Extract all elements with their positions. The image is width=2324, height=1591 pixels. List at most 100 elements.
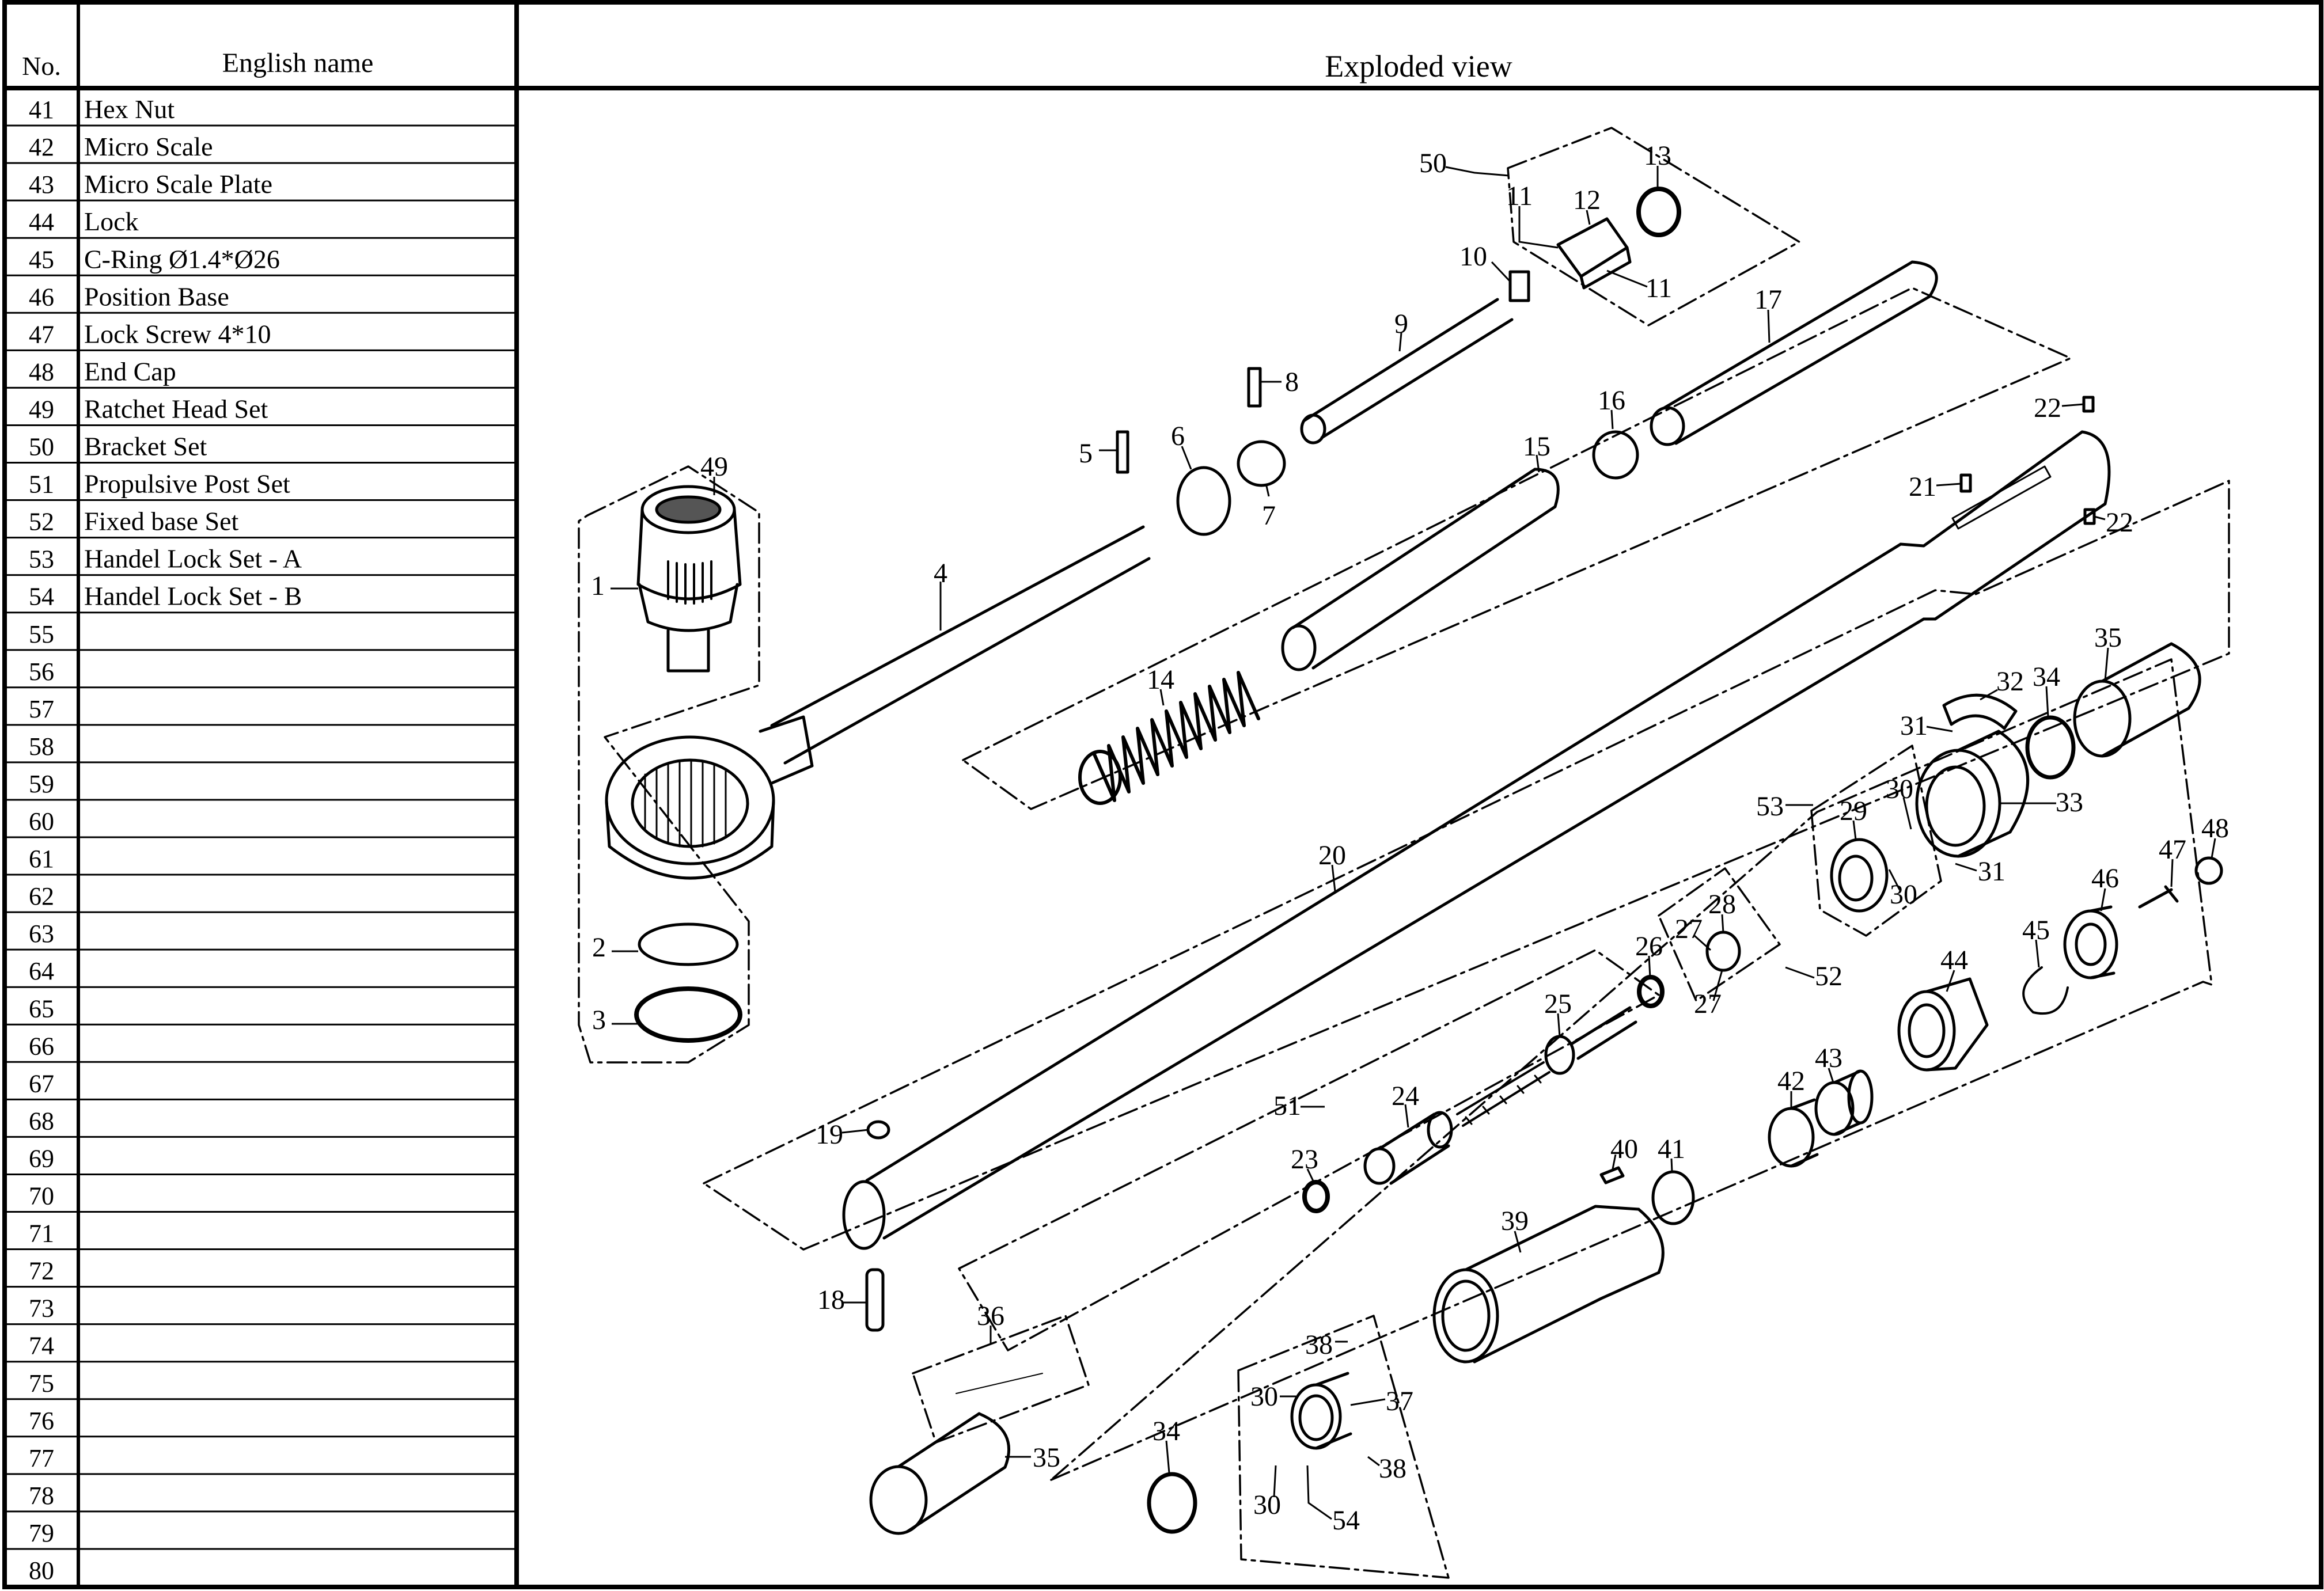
- callout-label: 36: [977, 1301, 1004, 1331]
- callout-leader: [2094, 515, 2106, 521]
- callout-label: 28: [1708, 889, 1736, 920]
- part-ring-16: [1592, 430, 1639, 480]
- part-name: Lock Screw 4*10: [84, 319, 271, 348]
- callout-label: 30: [1250, 1381, 1278, 1412]
- part-number: 67: [29, 1069, 54, 1098]
- callout-label: 13: [1644, 141, 1671, 171]
- part-name: Fixed base Set: [84, 507, 239, 536]
- callout-label: 22: [2034, 393, 2061, 423]
- callout-label: 40: [1610, 1134, 1638, 1164]
- callout-label: 7: [1262, 500, 1276, 531]
- part-ratchet-head: [636, 485, 742, 673]
- part-number: 74: [29, 1332, 54, 1360]
- callout-leader: [2211, 838, 2216, 859]
- callout-leader: [1165, 1440, 1170, 1474]
- part-number: 64: [29, 957, 54, 985]
- part-number: 61: [29, 845, 54, 873]
- callout-label: 11: [1506, 181, 1533, 211]
- part-grip-35a: [2073, 642, 2201, 758]
- callout-label: 11: [1646, 273, 1672, 303]
- callout-leader: [1828, 1068, 1834, 1083]
- part-ring-2: [638, 922, 739, 966]
- part-name: Propulsive Post Set: [84, 469, 290, 499]
- part-collar-7: [1237, 440, 1286, 487]
- part-micro-scale-plate-43: [1814, 1069, 1874, 1136]
- callout-label: 25: [1544, 989, 1572, 1019]
- part-name: Handel Lock Set - A: [84, 544, 302, 574]
- part-number: 59: [29, 770, 54, 798]
- part-grip-39: [1432, 1205, 1665, 1364]
- callout-leader: [1491, 261, 1512, 283]
- part-collar-28: [1705, 931, 1741, 972]
- part-name: Micro Scale: [84, 132, 213, 161]
- callout-leader: [1536, 454, 1540, 473]
- part-name: End Cap: [84, 356, 176, 386]
- part-number: 53: [29, 545, 54, 574]
- callout-label: 30: [1886, 774, 1913, 804]
- part-number: 55: [29, 620, 54, 648]
- callout-label: 26: [1635, 931, 1663, 962]
- part-number: 51: [29, 470, 54, 499]
- callout-leader: [1946, 970, 1955, 992]
- callout-label: 22: [2106, 507, 2133, 538]
- callout-leader: [1398, 332, 1402, 352]
- callout-leader: [1350, 1398, 1386, 1406]
- callout-label: 9: [1394, 309, 1408, 339]
- outline-fixed-base-set: [1658, 867, 1781, 1002]
- callout-leader: [1888, 869, 1901, 890]
- callout-leader: [1265, 483, 1270, 497]
- outline-ratchet-head-set: [578, 465, 760, 1064]
- part-ring-34a: [2025, 715, 2076, 780]
- callout-leader: [1852, 820, 1857, 840]
- part-number: 56: [29, 658, 54, 686]
- part-number: 44: [29, 208, 54, 236]
- callout-label: 8: [1285, 367, 1299, 397]
- callout-leader: [1404, 1104, 1409, 1128]
- callout-label: 12: [1573, 185, 1601, 215]
- part-number: 77: [29, 1444, 54, 1472]
- part-number: 78: [29, 1482, 54, 1510]
- part-number: 41: [29, 96, 54, 124]
- callout-leader: [1273, 1465, 1277, 1498]
- callout-label: 50: [1419, 148, 1447, 179]
- callout-label: 51: [1273, 1091, 1301, 1121]
- outline-bracket-set: [1507, 127, 1800, 326]
- part-bracket-12: [1556, 217, 1632, 290]
- callout-leader: [1694, 935, 1711, 951]
- part-screw-19: [866, 1120, 890, 1140]
- callout-leader: [2104, 647, 2109, 681]
- callout-label: 53: [1756, 791, 1784, 822]
- callout-label: 14: [1147, 665, 1174, 695]
- callout-label: 27: [1675, 914, 1703, 944]
- part-number: 63: [29, 920, 54, 948]
- part-washer-26: [1637, 975, 1665, 1008]
- callout-label: 47: [2159, 834, 2186, 865]
- part-name: Handel Lock Set - B: [84, 582, 302, 611]
- part-sleeve-33: [1915, 730, 2029, 858]
- callout-leader: [1721, 914, 1724, 933]
- part-ring-3: [634, 986, 742, 1043]
- callout-leader: [1306, 1168, 1315, 1184]
- part-washer-23: [1302, 1180, 1330, 1213]
- callout-leader: [2035, 939, 2040, 968]
- callout-label: 43: [1815, 1043, 1842, 1073]
- part-number: 71: [29, 1220, 54, 1248]
- part-wrench-head: [605, 525, 1151, 880]
- callout-label: 34: [2033, 662, 2060, 692]
- part-end-cap-48: [2194, 856, 2223, 885]
- part-block-10: [1508, 270, 1530, 302]
- callout-label: 6: [1171, 421, 1185, 451]
- callout-label: 46: [2091, 863, 2119, 894]
- callout-leader: [2045, 686, 2049, 717]
- callout-leader: [1610, 409, 1614, 430]
- callout-label: 24: [1392, 1081, 1419, 1111]
- exploded-view-drawing: [578, 127, 2230, 1579]
- callout-leader: [1955, 863, 1977, 872]
- callout-label: 17: [1754, 284, 1782, 315]
- callout-labels: 1234567891011111213141516171819202122222…: [591, 141, 2229, 1536]
- part-number: 48: [29, 358, 54, 386]
- assembly-outlines: [578, 127, 2230, 1579]
